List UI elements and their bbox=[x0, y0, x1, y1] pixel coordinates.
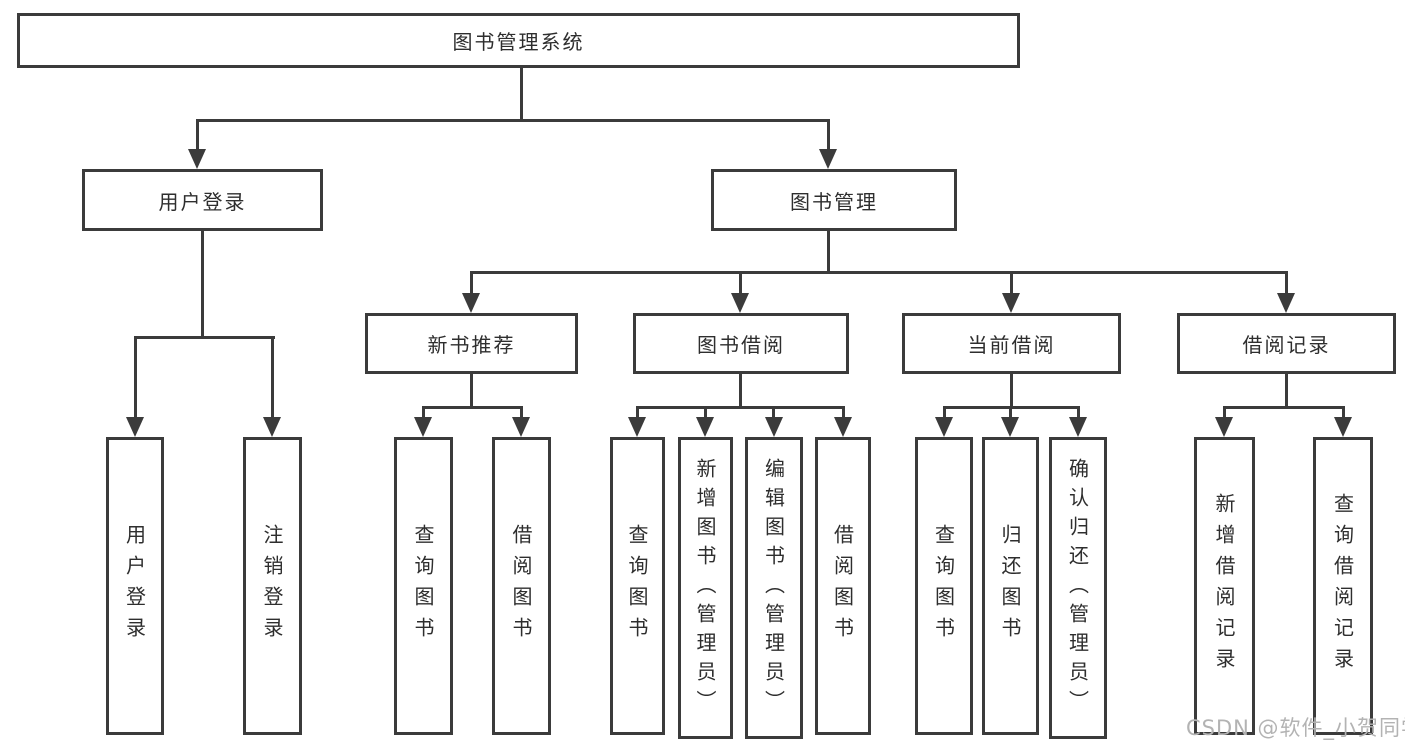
arrow-query-record bbox=[1334, 417, 1352, 437]
connector-root-hline bbox=[196, 119, 830, 122]
connector-book-borrowing-trunk bbox=[739, 374, 742, 409]
leaf-query-record: 查询借阅记录 bbox=[1313, 437, 1373, 735]
node-user-login: 用户登录 bbox=[82, 169, 323, 231]
connector-book-management-hline bbox=[470, 271, 1288, 274]
leaf-query-record-label: 查询借阅记录 bbox=[1330, 493, 1355, 679]
connector-book-borrowing-hline bbox=[636, 406, 845, 409]
arrow-add-book bbox=[696, 417, 714, 437]
connector-book-management-trunk bbox=[827, 231, 830, 274]
arrow-user-login bbox=[188, 149, 206, 169]
arrow-new-book-recommend bbox=[462, 293, 480, 313]
node-current-borrowing-label: 当前借阅 bbox=[967, 333, 1056, 357]
arrow-book-management bbox=[819, 149, 837, 169]
connector-stub-book-borrowing bbox=[739, 271, 742, 295]
node-library-system-label: 图书管理系统 bbox=[452, 30, 585, 54]
node-borrow-records: 借阅记录 bbox=[1177, 313, 1396, 374]
connector-user-login-hline bbox=[134, 336, 275, 339]
connector-stub-query-books-3 bbox=[943, 406, 946, 419]
leaf-edit-book-label: 编辑图书（管理员） bbox=[761, 457, 786, 719]
leaf-logout: 注销登录 bbox=[243, 437, 302, 735]
connector-stub-return-book bbox=[1009, 406, 1012, 419]
arrow-current-borrowing bbox=[1002, 293, 1020, 313]
leaf-logout-label: 注销登录 bbox=[260, 524, 284, 648]
connector-stub-query-books-1 bbox=[422, 406, 425, 419]
leaf-query-books-1-label: 查询图书 bbox=[411, 524, 435, 648]
connector-new-book-recommend-hline bbox=[422, 406, 523, 409]
node-book-management-label: 图书管理 bbox=[790, 189, 878, 214]
leaf-add-record: 新增借阅记录 bbox=[1194, 437, 1255, 735]
arrow-book-borrowing bbox=[731, 293, 749, 313]
connector-root-trunk bbox=[520, 68, 523, 121]
leaf-add-book: 新增图书（管理员） bbox=[678, 437, 733, 739]
node-new-book-recommend-label: 新书推荐 bbox=[427, 333, 516, 357]
node-current-borrowing: 当前借阅 bbox=[902, 313, 1121, 374]
connector-stub-borrow-records bbox=[1285, 271, 1288, 295]
node-book-management: 图书管理 bbox=[711, 169, 957, 231]
connector-borrow-records-hline bbox=[1223, 406, 1344, 409]
connector-stub-query-books-2 bbox=[636, 406, 639, 419]
node-book-borrowing-label: 图书借阅 bbox=[697, 333, 785, 357]
connector-stub-new-book-recommend bbox=[470, 271, 473, 295]
leaf-confirm-return: 确认归还（管理员） bbox=[1049, 437, 1107, 739]
connector-current-borrowing-trunk bbox=[1010, 374, 1013, 409]
leaf-add-record-label: 新增借阅记录 bbox=[1212, 493, 1236, 679]
leaf-add-book-label: 新增图书（管理员） bbox=[693, 457, 717, 719]
arrow-return-book bbox=[1001, 417, 1019, 437]
node-library-system: 图书管理系统 bbox=[17, 13, 1020, 68]
arrow-edit-book bbox=[765, 417, 783, 437]
leaf-borrow-books-2-label: 借阅图书 bbox=[830, 524, 855, 648]
arrow-query-books-2 bbox=[628, 417, 646, 437]
arrow-leaf-logout bbox=[263, 417, 281, 437]
connector-stub-add-record bbox=[1223, 406, 1226, 419]
leaf-query-books-3: 查询图书 bbox=[915, 437, 973, 735]
connector-stub-leaf-logout bbox=[271, 336, 274, 419]
leaf-query-books-2-label: 查询图书 bbox=[625, 524, 649, 648]
connector-borrow-records-trunk bbox=[1285, 374, 1288, 409]
node-user-login-label: 用户登录 bbox=[158, 189, 247, 214]
connector-stub-current-borrowing bbox=[1010, 271, 1013, 295]
connector-stub-edit-book bbox=[772, 406, 775, 419]
leaf-borrow-books-1-label: 借阅图书 bbox=[509, 524, 533, 648]
arrow-query-books-3 bbox=[935, 417, 953, 437]
connector-stub-query-record bbox=[1342, 406, 1345, 419]
leaf-return-book: 归还图书 bbox=[982, 437, 1039, 735]
node-book-borrowing: 图书借阅 bbox=[633, 313, 849, 374]
connector-stub-borrow-books-2 bbox=[842, 406, 845, 419]
leaf-return-book-label: 归还图书 bbox=[998, 524, 1022, 648]
connector-stub-user-login bbox=[196, 119, 199, 151]
connector-stub-borrow-books-1 bbox=[520, 406, 523, 419]
connector-new-book-recommend-trunk bbox=[470, 374, 473, 409]
node-new-book-recommend: 新书推荐 bbox=[365, 313, 578, 374]
arrow-add-record bbox=[1215, 417, 1233, 437]
leaf-edit-book: 编辑图书（管理员） bbox=[745, 437, 803, 739]
leaf-query-books-1: 查询图书 bbox=[394, 437, 453, 735]
arrow-confirm-return bbox=[1069, 417, 1087, 437]
connector-stub-book-management bbox=[827, 119, 830, 151]
connector-stub-leaf-user-login bbox=[134, 336, 137, 419]
node-borrow-records-label: 借阅记录 bbox=[1242, 333, 1331, 357]
arrow-borrow-books-2 bbox=[834, 417, 852, 437]
connector-stub-confirm-return bbox=[1077, 406, 1080, 419]
leaf-query-books-2: 查询图书 bbox=[610, 437, 665, 735]
leaf-user-login: 用户登录 bbox=[106, 437, 164, 735]
arrow-borrow-records bbox=[1277, 293, 1295, 313]
arrow-query-books-1 bbox=[414, 417, 432, 437]
connector-stub-add-book bbox=[704, 406, 707, 419]
leaf-user-login-label: 用户登录 bbox=[122, 524, 147, 648]
csdn-watermark: CSDN @软件_小贺同学 bbox=[1186, 716, 1405, 740]
leaf-borrow-books-2: 借阅图书 bbox=[815, 437, 871, 735]
leaf-confirm-return-label: 确认归还（管理员） bbox=[1065, 457, 1090, 719]
arrow-leaf-user-login bbox=[126, 417, 144, 437]
arrow-borrow-books-1 bbox=[512, 417, 530, 437]
leaf-query-books-3-label: 查询图书 bbox=[931, 524, 956, 648]
leaf-borrow-books-1: 借阅图书 bbox=[492, 437, 551, 735]
connector-user-login-trunk bbox=[201, 231, 204, 339]
